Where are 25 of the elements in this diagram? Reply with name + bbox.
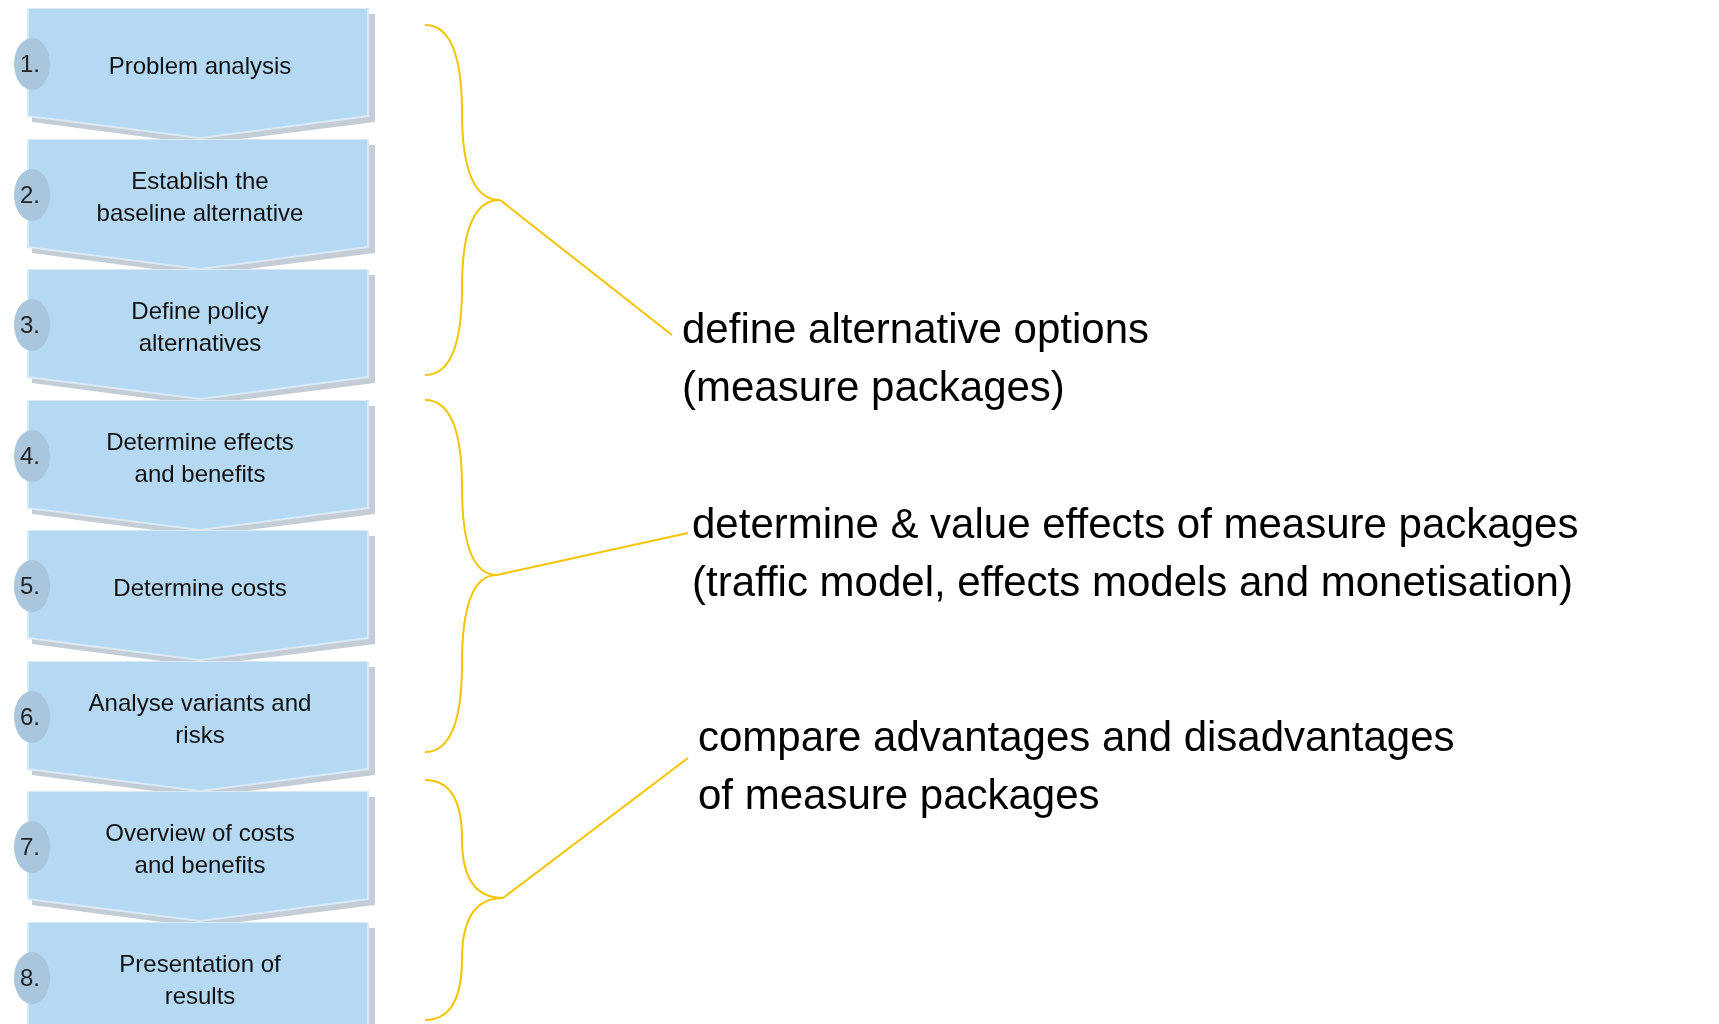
step-label: Presentation of results — [118, 948, 282, 1011]
step-label: Determine costs — [112, 573, 288, 603]
step-number: 3. — [20, 311, 40, 339]
step-label: Problem analysis — [107, 51, 293, 81]
step-number: 8. — [20, 963, 40, 992]
step-label: Overview of costs and benefits — [104, 818, 296, 880]
step-number: 5. — [20, 572, 40, 600]
curly-brace — [424, 399, 498, 753]
step-number: 2. — [20, 180, 40, 209]
step-number: 4. — [20, 441, 40, 470]
step-label: Establish the baseline alternative — [95, 165, 305, 228]
step-label: Determine effects and benefits — [105, 426, 295, 489]
annotation-text: determine & value effects of measure packages (traffic model, effects models and monetisation) — [692, 495, 1652, 611]
leader-line — [496, 532, 689, 576]
annotation-text: define alternative options (measure packages) — [682, 300, 1202, 416]
leader-line — [502, 757, 689, 899]
step-label: Analyse variants and risks — [87, 687, 313, 750]
step-label: Define policy alternatives — [130, 296, 270, 358]
step-number: 6. — [20, 702, 40, 731]
step-number: 1. — [20, 50, 40, 78]
annotation-text: compare advantages and disadvantages of measure packages — [698, 708, 1468, 824]
step-number: 7. — [20, 833, 40, 861]
leader-line — [499, 199, 673, 336]
curly-brace — [424, 779, 504, 1021]
curly-brace — [424, 24, 501, 376]
